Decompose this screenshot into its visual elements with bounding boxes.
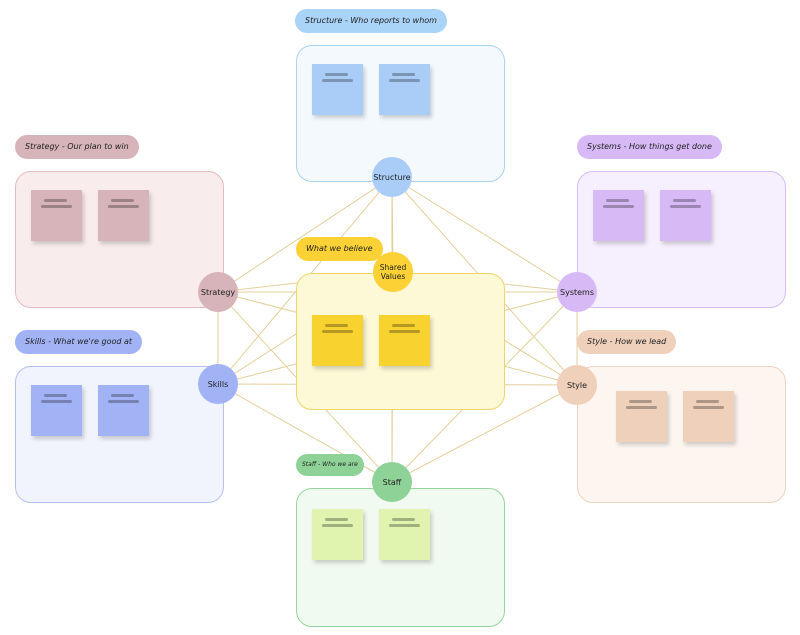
skills-sticky-note-2[interactable]	[98, 385, 149, 436]
skills-label[interactable]: Skills - What we're good at	[15, 330, 143, 354]
structure-label[interactable]: Structure - Who reports to whom	[295, 9, 447, 33]
staff-label[interactable]: Staff - Who we are	[296, 454, 364, 476]
connector-style-staff	[391, 384, 578, 483]
structure-sticky-note-1[interactable]	[312, 64, 363, 115]
shared-values-node[interactable]: Shared Values	[373, 252, 413, 292]
systems-frame[interactable]	[577, 171, 786, 308]
staff-node[interactable]: Staff	[372, 462, 412, 502]
systems-sticky-note-2[interactable]	[660, 190, 711, 241]
style-sticky-note-2[interactable]	[683, 391, 734, 442]
connector-structure-systems	[391, 176, 578, 293]
skills-frame[interactable]	[15, 366, 224, 503]
style-label[interactable]: Style - How we lead	[577, 330, 677, 354]
shared-values-sticky-note-1[interactable]	[312, 315, 363, 366]
style-frame[interactable]	[577, 366, 786, 503]
structure-node[interactable]: Structure	[372, 157, 412, 197]
skills-node[interactable]: Skills	[198, 364, 238, 404]
shared-values-sticky-note-2[interactable]	[379, 315, 430, 366]
shared-values-frame[interactable]	[296, 273, 505, 410]
systems-sticky-note-1[interactable]	[593, 190, 644, 241]
connector-structure-strategy	[217, 176, 393, 293]
structure-sticky-note-2[interactable]	[379, 64, 430, 115]
strategy-sticky-note-2[interactable]	[98, 190, 149, 241]
style-sticky-note-1[interactable]	[616, 391, 667, 442]
strategy-frame[interactable]	[15, 171, 224, 308]
strategy-node[interactable]: Strategy	[198, 272, 238, 312]
systems-label[interactable]: Systems - How things get done	[577, 135, 722, 159]
strategy-label[interactable]: Strategy - Our plan to win	[15, 135, 139, 159]
staff-sticky-note-1[interactable]	[312, 509, 363, 560]
skills-sticky-note-1[interactable]	[31, 385, 82, 436]
staff-frame[interactable]	[296, 488, 505, 627]
staff-sticky-note-2[interactable]	[379, 509, 430, 560]
strategy-sticky-note-1[interactable]	[31, 190, 82, 241]
style-node[interactable]: Style	[557, 365, 597, 405]
systems-node[interactable]: Systems	[557, 272, 597, 312]
shared-values-label[interactable]: What we believe	[296, 237, 383, 261]
